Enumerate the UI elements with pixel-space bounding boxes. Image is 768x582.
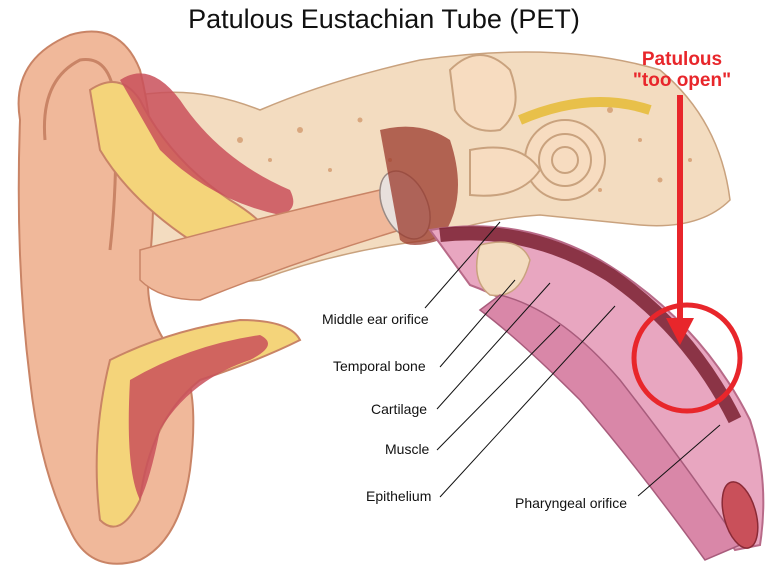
label-pharyngeal-orifice: Pharyngeal orifice	[515, 495, 628, 511]
diagram-title: Patulous Eustachian Tube (PET)	[188, 4, 580, 34]
label-middle-ear-orifice: Middle ear orifice	[322, 311, 429, 327]
leader-epithelium	[439, 305, 616, 498]
label-epithelium: Epithelium	[366, 488, 432, 504]
patulous-callout-marks	[631, 95, 743, 414]
auricle-fold	[42, 58, 118, 251]
patulous-callout: Patulous "too open"	[612, 49, 752, 91]
callout-highlight-circle	[631, 302, 743, 414]
leader-lines	[424, 221, 721, 498]
label-temporal-bone: Temporal bone	[333, 358, 426, 374]
pharyngeal-end	[721, 481, 759, 549]
label-cartilage: Cartilage	[371, 401, 428, 417]
label-muscle: Muscle	[385, 441, 430, 457]
lower-muscle-band	[128, 335, 268, 500]
inner-ear	[448, 54, 606, 201]
leader-muscle	[436, 324, 561, 451]
middle-ear-cavity	[380, 126, 458, 245]
callout-line-1: Patulous	[641, 49, 723, 70]
callout-arrow-head	[666, 318, 694, 345]
cartilage-sheath	[475, 241, 531, 297]
callout-line-2: "too open"	[632, 70, 732, 91]
leader-pharyngeal	[637, 424, 721, 497]
leader-temporal-bone	[439, 279, 516, 368]
auditory-nerve	[518, 97, 652, 125]
muscle-tube	[478, 294, 742, 561]
leader-cartilage	[436, 282, 551, 410]
upper-muscle-band	[120, 73, 294, 215]
leader-middle-ear	[424, 221, 501, 309]
eustachian-tube-lumen	[439, 226, 742, 424]
